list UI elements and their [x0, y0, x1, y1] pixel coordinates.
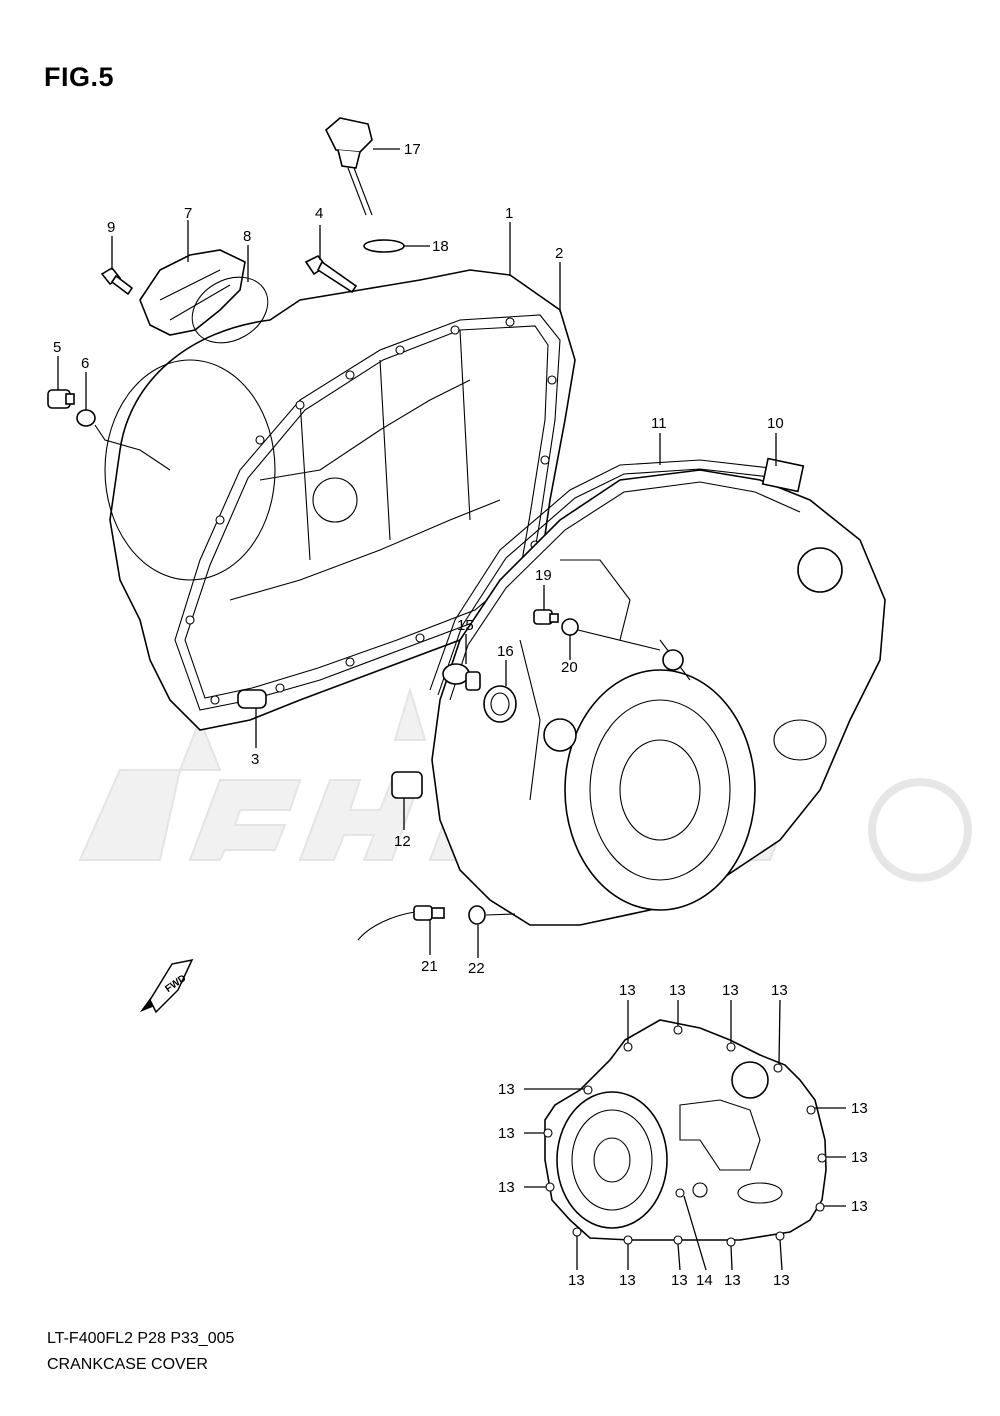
washer-6 [76, 409, 96, 427]
callout-3: 3 [251, 751, 259, 768]
figure-name: CRANKCASE COVER [47, 1356, 208, 1373]
callout-6: 6 [81, 355, 89, 372]
callout-13: 13 [568, 1272, 585, 1289]
callout-10: 10 [767, 415, 784, 432]
bolt-9 [100, 266, 134, 296]
washer-22 [468, 905, 486, 925]
oil-filler-cap-17 [325, 117, 373, 216]
callout-13: 13 [771, 982, 788, 999]
cover-bolt-view [543, 1019, 827, 1247]
bolt-4 [304, 254, 358, 294]
callout-13: 13 [851, 1198, 868, 1215]
callout-13: 13 [619, 982, 636, 999]
dowel-pin-12 [391, 771, 423, 799]
callout-14: 14 [696, 1272, 713, 1289]
figure-code: LT-F400FL2 P28 P33_005 [47, 1330, 235, 1347]
callout-7: 7 [184, 205, 192, 222]
cover-7 [139, 249, 246, 336]
callout-18: 18 [432, 238, 449, 255]
callout-13: 13 [851, 1100, 868, 1117]
callout-13: 13 [669, 982, 686, 999]
callout-13: 13 [498, 1081, 515, 1098]
callout-21: 21 [421, 958, 438, 975]
callout-labels: 17 18 4 7 8 9 1 2 5 6 3 11 10 19 20 15 1… [53, 141, 868, 1289]
callout-20: 20 [561, 659, 578, 676]
callout-13: 13 [773, 1272, 790, 1289]
callout-13: 13 [498, 1179, 515, 1196]
callout-16: 16 [497, 643, 514, 660]
callout-13: 13 [498, 1125, 515, 1142]
callout-13: 13 [724, 1272, 741, 1289]
callout-1: 1 [505, 205, 513, 222]
crankcase-cover-right [429, 457, 886, 926]
sensor-21 [357, 905, 445, 941]
fwd-direction-arrow: FWD [140, 958, 194, 1014]
callout-15: 15 [457, 617, 474, 634]
callout-13: 13 [722, 982, 739, 999]
plug-5 [47, 389, 75, 409]
o-ring-18 [363, 239, 405, 253]
callout-11: 11 [651, 415, 667, 432]
figure-title: FIG.5 [44, 62, 115, 92]
callout-13: 13 [619, 1272, 636, 1289]
leader-lines [57, 148, 846, 1271]
callout-8: 8 [243, 228, 251, 245]
bolt-19 [533, 609, 559, 625]
washer-20 [561, 618, 579, 636]
callout-12: 12 [394, 833, 411, 850]
callout-22: 22 [468, 960, 485, 977]
callout-13: 13 [851, 1149, 868, 1166]
callout-19: 19 [535, 567, 552, 584]
o-ring-16 [483, 685, 517, 723]
callout-9: 9 [107, 219, 115, 236]
plug-15 [442, 663, 481, 691]
o-ring-8 [191, 276, 269, 344]
callout-4: 4 [315, 205, 323, 222]
callout-17: 17 [404, 141, 421, 158]
callout-13: 13 [671, 1272, 688, 1289]
dowel-pin-3 [237, 689, 267, 709]
callout-2: 2 [555, 245, 563, 262]
callout-5: 5 [53, 339, 61, 356]
